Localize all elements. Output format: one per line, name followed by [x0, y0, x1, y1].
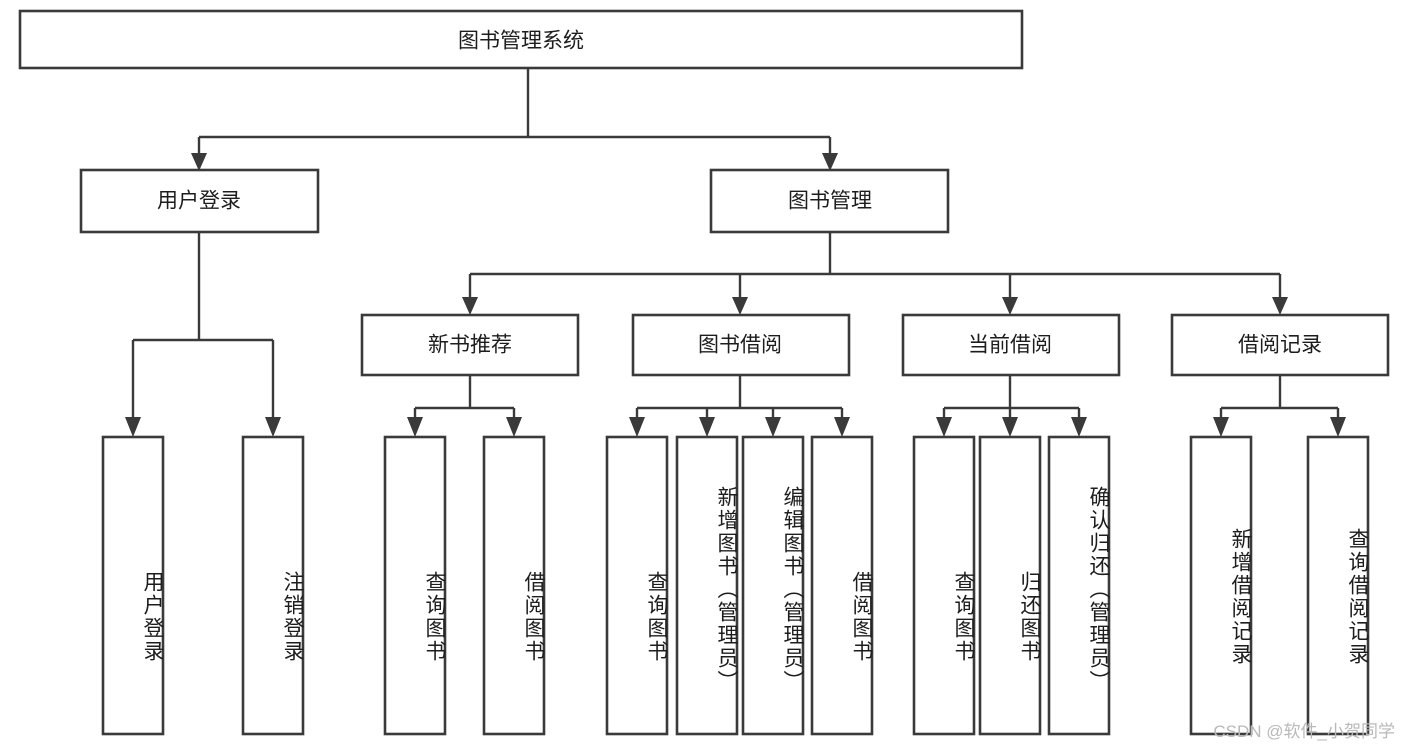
csdn-watermark: CSDN @软件_小贺同学	[1213, 722, 1395, 741]
arrowhead-currentborrow-leaf1	[936, 417, 952, 437]
arrowhead-user-login	[191, 153, 207, 171]
node-leaf-edit-book-admin[interactable]	[741, 435, 805, 736]
node-leaf-add-borrow-record[interactable]	[1189, 435, 1253, 736]
arrowhead-bookborrow-leaf3	[765, 417, 781, 437]
arrowhead-leaf-user-login	[125, 417, 141, 437]
arrowhead-bookborrow-leaf4	[834, 417, 850, 437]
label-current-borrow: 当前借阅	[968, 334, 1052, 357]
arrowhead-new-book	[462, 297, 478, 315]
node-leaf-return-book[interactable]	[978, 435, 1042, 736]
horizontal-label-group: 图书管理系统 用户登录 图书管理 新书推荐 图书借阅 当前借阅 借阅记录	[157, 30, 1322, 357]
node-leaf-borrow-book-b[interactable]	[810, 435, 874, 736]
node-current-borrow[interactable]	[901, 313, 1121, 377]
node-user-login[interactable]	[79, 168, 320, 234]
arrowhead-borrowrecord-leaf1	[1213, 417, 1229, 437]
arrowhead-leaf-logout	[265, 417, 281, 437]
label-book-borrow: 图书借阅	[698, 334, 782, 357]
node-book-borrow[interactable]	[631, 313, 851, 377]
label-user-login: 用户登录	[157, 190, 241, 213]
connector-group	[125, 68, 1346, 437]
label-root-system: 图书管理系统	[458, 30, 584, 53]
node-leaf-logout[interactable]	[241, 435, 305, 736]
node-leaf-query-borrow-record[interactable]	[1306, 435, 1370, 736]
arrowhead-newbook-leaf2	[506, 417, 522, 437]
arrowhead-currentborrow-leaf3	[1071, 417, 1087, 437]
node-leaf-add-book-admin[interactable]	[675, 435, 739, 736]
arrowhead-borrowrecord-leaf2	[1330, 417, 1346, 437]
node-leaf-confirm-return-admin[interactable]	[1047, 435, 1111, 736]
arrowhead-borrow-record	[1272, 297, 1288, 315]
node-root-system[interactable]	[18, 9, 1024, 70]
arrowhead-current-borrow	[1002, 297, 1018, 315]
arrowhead-bookborrow-leaf1	[629, 417, 645, 437]
arrowhead-bookborrow-leaf2	[699, 417, 715, 437]
node-leaf-query-book-b[interactable]	[605, 435, 669, 736]
node-leaf-user-login[interactable]	[101, 435, 165, 736]
node-leaf-query-book-a[interactable]	[383, 435, 447, 736]
label-new-book-recommend: 新书推荐	[428, 334, 512, 357]
node-borrow-record[interactable]	[1170, 313, 1390, 377]
node-book-management[interactable]	[709, 168, 950, 234]
label-book-management: 图书管理	[788, 190, 872, 213]
arrowhead-currentborrow-leaf2	[1002, 417, 1018, 437]
node-leaf-query-book-c[interactable]	[912, 435, 976, 736]
arrowhead-newbook-leaf1	[407, 417, 423, 437]
arrowhead-book-borrow	[732, 297, 748, 315]
arrowhead-book-mgmt	[822, 153, 838, 171]
node-new-book-recommend[interactable]	[360, 313, 580, 377]
label-borrow-record: 借阅记录	[1238, 334, 1322, 357]
node-box-group	[18, 9, 1390, 736]
node-leaf-borrow-book-a[interactable]	[482, 435, 546, 736]
